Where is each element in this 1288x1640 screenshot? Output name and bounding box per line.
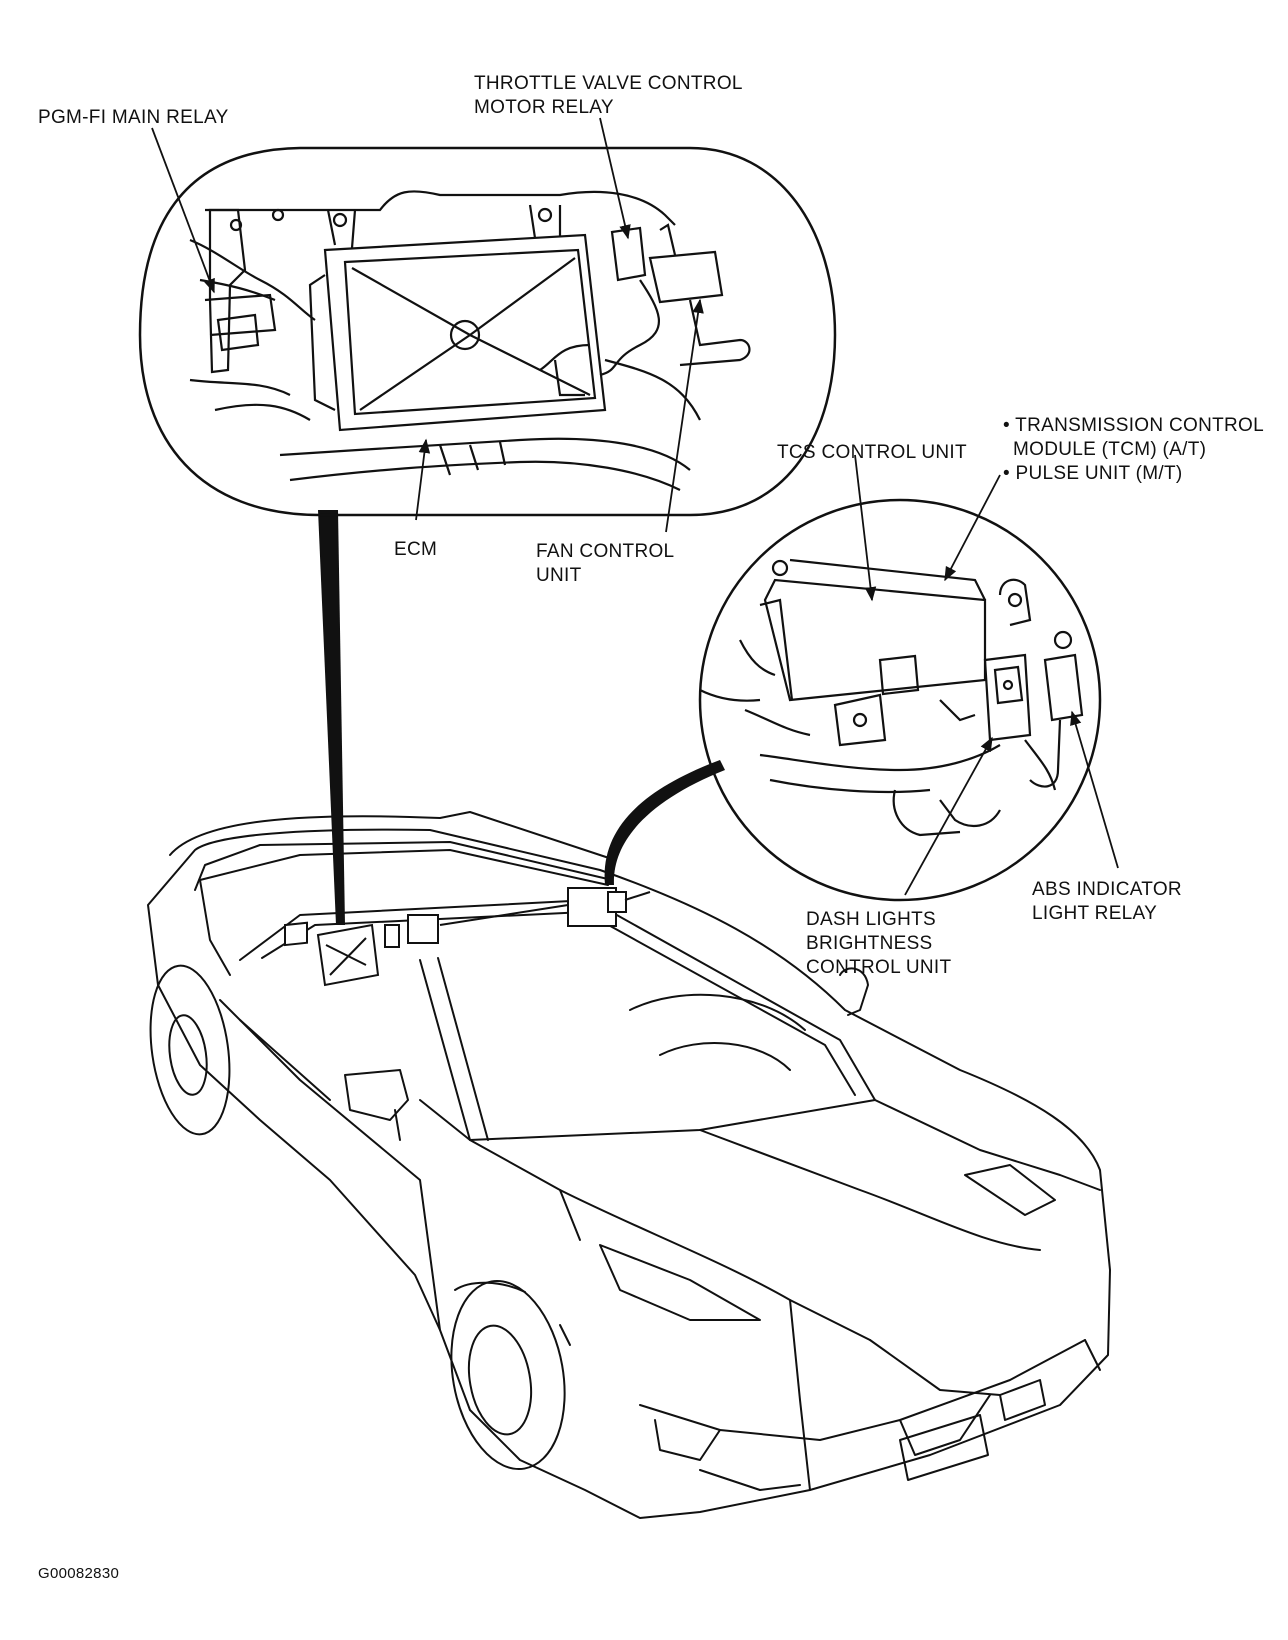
- label-control-unit: CONTROL UNIT: [806, 957, 952, 978]
- label-ecm: ECM: [394, 539, 438, 560]
- label-tcs-control-unit: TCS CONTROL UNIT: [777, 442, 967, 463]
- label-throttle-valve-control: THROTTLE VALVE CONTROL: [474, 73, 743, 94]
- ecm-detail-view: [138, 146, 837, 517]
- leader-dash-lights: [904, 736, 993, 896]
- label-module-tcm: MODULE (TCM) (A/T): [1013, 439, 1207, 460]
- label-pulse-unit: • PULSE UNIT (M/T): [1003, 463, 1183, 484]
- leader-lines: [151, 117, 1119, 896]
- leader-fan-control-unit: [665, 298, 704, 533]
- callout-stems: [318, 510, 725, 925]
- leader-tcs-control-unit: [854, 454, 877, 602]
- leader-tcm: [944, 474, 1001, 582]
- label-light-relay: LIGHT RELAY: [1032, 903, 1158, 924]
- component-harness: [439, 891, 651, 926]
- tcs-detail-view: [698, 498, 1102, 902]
- leader-throttle-relay: [599, 117, 631, 240]
- car-mounted-components: [284, 887, 627, 987]
- leader-ecm: [415, 438, 431, 521]
- car-outline: [147, 811, 1111, 1519]
- label-pgm-fi-main-relay: PGM-FI MAIN RELAY: [38, 107, 229, 128]
- leader-abs-indicator-relay: [1070, 710, 1119, 869]
- label-fan-control: FAN CONTROL: [536, 541, 675, 562]
- label-fan-control-unit: UNIT: [536, 565, 582, 586]
- label-brightness: BRIGHTNESS: [806, 933, 933, 954]
- label-motor-relay: MOTOR RELAY: [474, 97, 614, 118]
- label-dash-lights: DASH LIGHTS: [806, 909, 936, 930]
- label-abs-indicator: ABS INDICATOR: [1032, 879, 1182, 900]
- leader-pgm-fi-main-relay: [151, 127, 215, 294]
- figure-code: G00082830: [38, 1565, 120, 1582]
- label-transmission-control: • TRANSMISSION CONTROL: [1003, 415, 1264, 436]
